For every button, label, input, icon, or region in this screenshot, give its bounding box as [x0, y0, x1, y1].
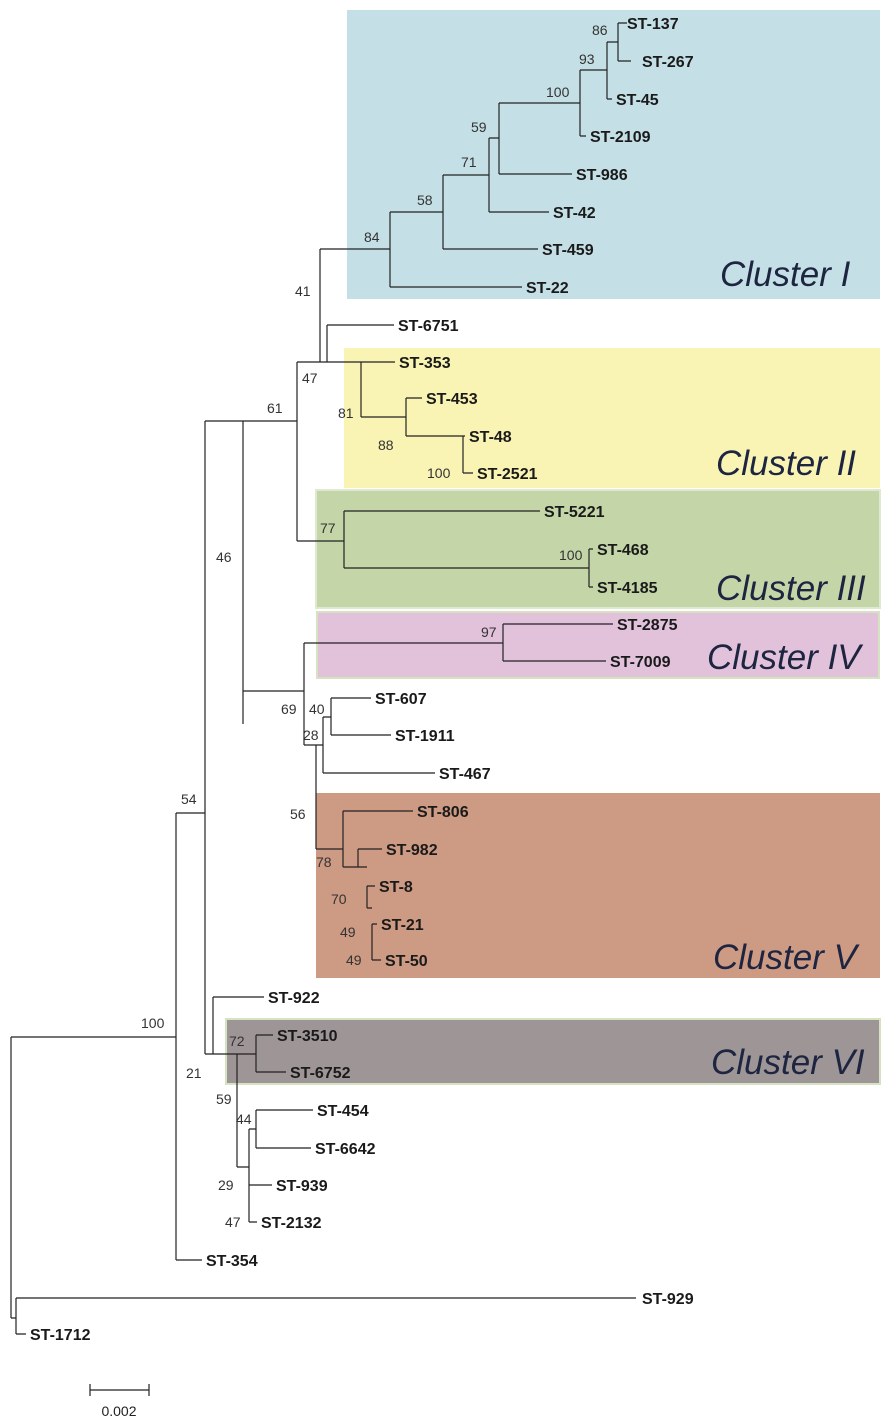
tip-st-6642: ST-6642	[315, 1141, 376, 1158]
bootstrap-value: 77	[320, 520, 336, 536]
tip-st-3510: ST-3510	[277, 1028, 338, 1045]
tip-st-922: ST-922	[268, 990, 320, 1007]
bootstrap-value: 84	[364, 229, 380, 245]
bootstrap-value: 56	[290, 806, 306, 822]
bootstrap-value: 72	[229, 1033, 245, 1049]
bootstrap-value: 88	[378, 437, 394, 453]
scale-bar-line	[89, 1384, 150, 1396]
cluster-4-label: Cluster IV	[707, 638, 864, 677]
cluster-5-label: Cluster V	[713, 938, 861, 977]
tip-st-7009: ST-7009	[610, 654, 671, 671]
bootstrap-value: 100	[559, 547, 583, 563]
tip-labels: ST-137 ST-267 ST-45 ST-2109 ST-986 ST-42…	[30, 16, 694, 1344]
tip-st-806: ST-806	[417, 804, 469, 821]
scale-bar-label: 0.002	[101, 1403, 136, 1419]
bootstrap-value: 61	[267, 400, 283, 416]
cluster-3-label: Cluster III	[716, 569, 866, 608]
bootstrap-value: 100	[141, 1015, 165, 1031]
tip-st-45: ST-45	[616, 92, 659, 109]
tip-st-467: ST-467	[439, 766, 491, 783]
tip-st-6751: ST-6751	[398, 318, 459, 335]
bootstrap-value: 29	[218, 1177, 234, 1193]
bootstrap-value: 59	[216, 1091, 232, 1107]
tip-st-267: ST-267	[642, 54, 694, 71]
cluster-3-box	[315, 489, 881, 609]
tip-st-468: ST-468	[597, 542, 649, 559]
tip-st-459: ST-459	[542, 242, 594, 259]
tip-st-453: ST-453	[426, 391, 478, 408]
cluster-1-box	[347, 10, 880, 299]
tree-branches	[10, 22, 636, 1335]
bootstrap-value: 86	[592, 22, 608, 38]
bootstrap-value: 70	[331, 891, 347, 907]
bootstrap-value: 47	[302, 370, 318, 386]
tip-st-454: ST-454	[317, 1103, 369, 1120]
tip-st-929: ST-929	[642, 1291, 694, 1308]
bootstrap-value: 47	[225, 1214, 241, 1230]
tip-st-42: ST-42	[553, 205, 596, 222]
cluster-1-label: Cluster I	[720, 255, 851, 294]
bootstrap-value: 46	[216, 549, 232, 565]
tip-st-939: ST-939	[276, 1178, 328, 1195]
bootstrap-value: 58	[417, 192, 433, 208]
tip-st-6752: ST-6752	[290, 1065, 351, 1082]
bootstrap-value: 21	[186, 1065, 202, 1081]
bootstrap-value: 40	[309, 701, 325, 717]
tip-st-1911: ST-1911	[395, 728, 455, 745]
scale-bar: 0.002	[89, 1384, 150, 1419]
tip-st-137: ST-137	[627, 16, 679, 33]
tip-st-22: ST-22	[526, 280, 569, 297]
bootstrap-value: 41	[295, 283, 311, 299]
tip-st-607: ST-607	[375, 691, 427, 708]
cluster-5-box	[316, 793, 880, 978]
cluster-6-label: Cluster VI	[711, 1043, 865, 1082]
tip-st-353: ST-353	[399, 355, 451, 372]
cluster-2-box	[344, 348, 880, 488]
bootstrap-value: 78	[316, 854, 332, 870]
tip-st-1712: ST-1712	[30, 1327, 91, 1344]
tip-st-5221: ST-5221	[544, 504, 605, 521]
tip-st-2132: ST-2132	[261, 1215, 322, 1232]
bootstrap-value: 100	[546, 84, 570, 100]
cluster-2-label: Cluster II	[716, 444, 856, 483]
bootstrap-value: 49	[346, 952, 362, 968]
bootstrap-value: 28	[303, 727, 319, 743]
tip-st-8: ST-8	[379, 879, 413, 896]
cluster-6-box	[225, 1018, 881, 1085]
bootstrap-value: 81	[338, 405, 354, 421]
cluster-4-box	[316, 611, 880, 679]
bootstrap-value: 59	[471, 119, 487, 135]
tip-st-982: ST-982	[386, 842, 438, 859]
tip-st-4185: ST-4185	[597, 580, 658, 597]
tip-st-21: ST-21	[381, 917, 424, 934]
tip-st-2109: ST-2109	[590, 129, 651, 146]
tip-st-2875: ST-2875	[617, 617, 678, 634]
tip-st-50: ST-50	[385, 953, 428, 970]
bootstrap-value: 100	[427, 465, 451, 481]
bootstrap-value: 93	[579, 51, 595, 67]
bootstrap-value: 49	[340, 924, 356, 940]
tip-st-354: ST-354	[206, 1253, 258, 1270]
bootstrap-value: 97	[481, 624, 497, 640]
bootstrap-value: 69	[281, 701, 297, 717]
tip-st-986: ST-986	[576, 167, 628, 184]
bootstrap-value: 71	[461, 154, 477, 170]
tip-st-48: ST-48	[469, 429, 512, 446]
bootstrap-value: 54	[181, 791, 197, 807]
tip-st-2521: ST-2521	[477, 466, 538, 483]
bootstrap-value: 44	[236, 1111, 252, 1127]
bootstrap-values: 86 93 100 59 71 58 84 41 47 81 88 100 61…	[141, 22, 608, 1230]
